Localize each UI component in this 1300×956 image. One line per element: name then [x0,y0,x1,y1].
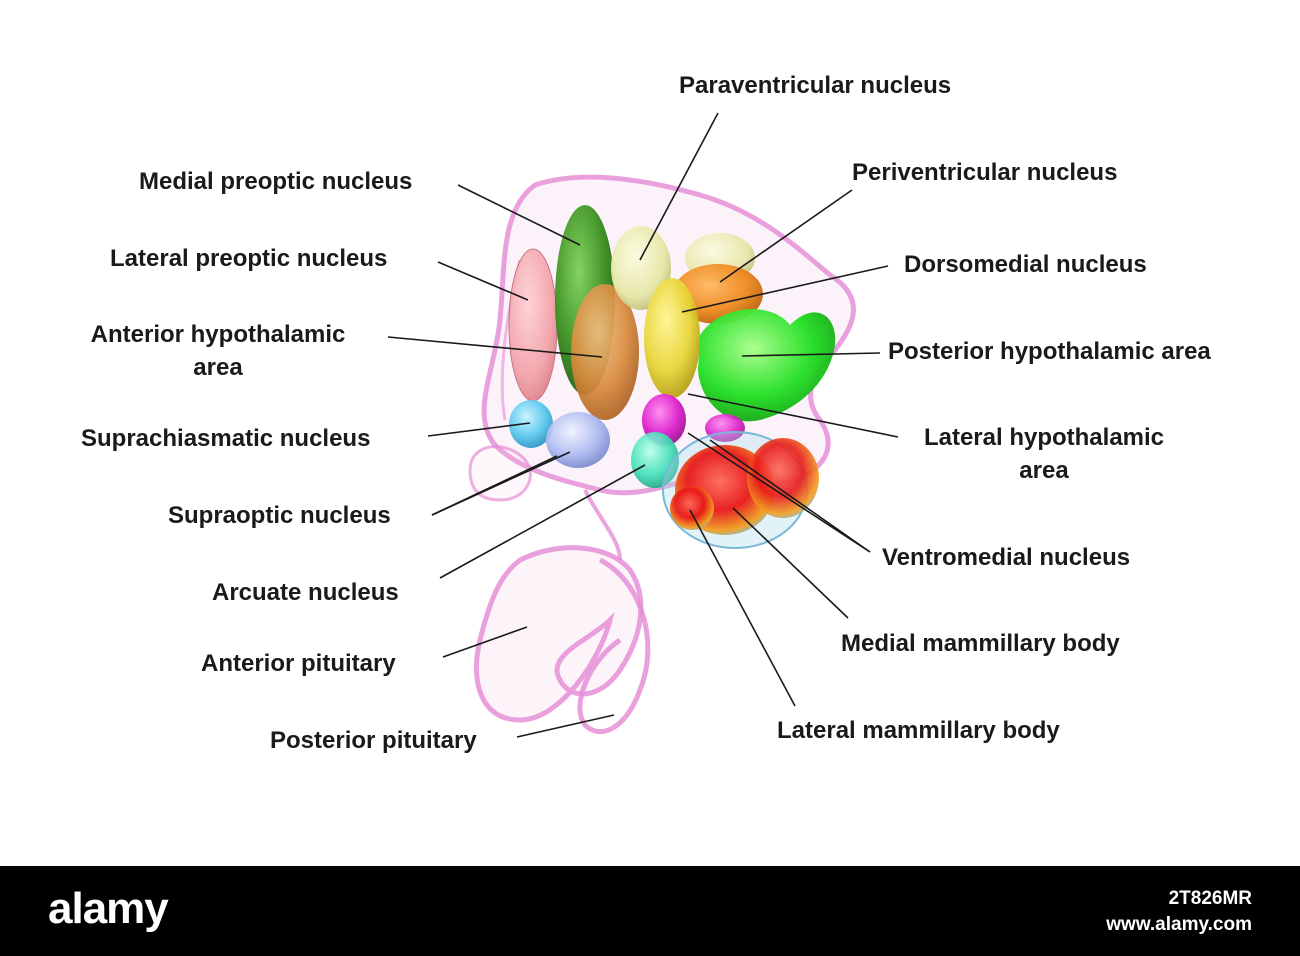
leader-posterior-hypothalamic [741,352,881,357]
label-anterior-hypothalamic-line2: area [193,354,243,381]
leader-lateral-mammillary [689,509,796,707]
posterior-pituitary-shape [577,557,651,735]
label-lateral-hypothalamic-line1: Lateral hypothalamic [923,424,1165,451]
label-supraoptic-nucleus: Supraoptic nucleus [168,502,391,529]
label-paraventricular-nucleus: Paraventricular nucleus [679,72,952,99]
supraoptic-nucleus-shape [546,412,610,468]
footer-bar: alamy 2T826MR www.alamy.com [0,866,1300,956]
leader-paraventricular [639,112,719,261]
medial-mammillary-body-right-shape [747,438,819,518]
lateral-mammillary-body-shape [670,486,714,530]
label-anterior-hypothalamic-line1: Anterior hypothalamic [90,321,346,348]
anterior-pituitary-shape [473,545,644,723]
leader-anterior-hypothalamic [387,336,603,358]
leader-suprachiasmatic [427,422,531,437]
image-id: 2T826MR [1168,888,1252,909]
label-lateral-hypothalamic-line2: area [1019,457,1069,484]
lateral-preoptic-nucleus-shape [508,248,558,402]
label-lateral-mammillary-body: Lateral mammillary body [777,717,1060,744]
leader-periventricular [719,189,853,283]
label-ventromedial-nucleus: Ventromedial nucleus [882,544,1131,571]
label-lateral-hypothalamic-area: Lateral hypothalamic area [906,421,1182,487]
leader-lines [387,112,899,738]
leader-medial-mammillary [732,507,849,619]
label-periventricular-nucleus: Periventricular nucleus [852,159,1118,186]
label-arcuate-nucleus: Arcuate nucleus [212,579,399,606]
leader-medial-preoptic [457,184,581,246]
leader-arcuate [439,464,646,579]
leader-posterior-pituitary [516,714,615,738]
site-url-link[interactable]: www.alamy.com [1106,914,1252,935]
infundibulum-stalk [583,489,622,561]
leader-lateral-preoptic [437,261,529,301]
leader-ventromedial [687,432,871,553]
leader-supraoptic-b [431,455,558,516]
label-lateral-preoptic-nucleus: Lateral preoptic nucleus [110,245,388,272]
label-suprachiasmatic-nucleus: Suprachiasmatic nucleus [81,425,371,452]
leader-ventromedial-b [709,439,871,553]
anterior-hypothalamic-area-shape [571,284,639,420]
suprachiasmatic-nucleus-shape [509,400,553,448]
label-anterior-hypothalamic-area: Anterior hypothalamic area [72,318,364,384]
label-dorsomedial-nucleus: Dorsomedial nucleus [904,251,1147,278]
leader-lateral-hypothalamic [687,393,899,438]
label-posterior-hypothalamic-area: Posterior hypothalamic area [888,338,1211,365]
label-medial-preoptic-nucleus: Medial preoptic nucleus [139,168,413,195]
posterior-hypothalamic-area-shape [698,308,836,422]
brand-logo[interactable]: alamy [48,884,169,933]
diagram-stage: Paraventricular nucleus Medial preoptic … [72,72,1211,754]
leader-dorsomedial [681,265,889,313]
label-medial-mammillary-body: Medial mammillary body [841,630,1120,657]
leader-anterior-pituitary [442,626,528,658]
arcuate-nucleus-shape [631,432,679,488]
label-anterior-pituitary: Anterior pituitary [201,650,396,677]
dorsomedial-nucleus-shape [644,278,700,398]
hypothalamus-illustration [387,112,899,738]
label-posterior-pituitary: Posterior pituitary [270,727,477,754]
